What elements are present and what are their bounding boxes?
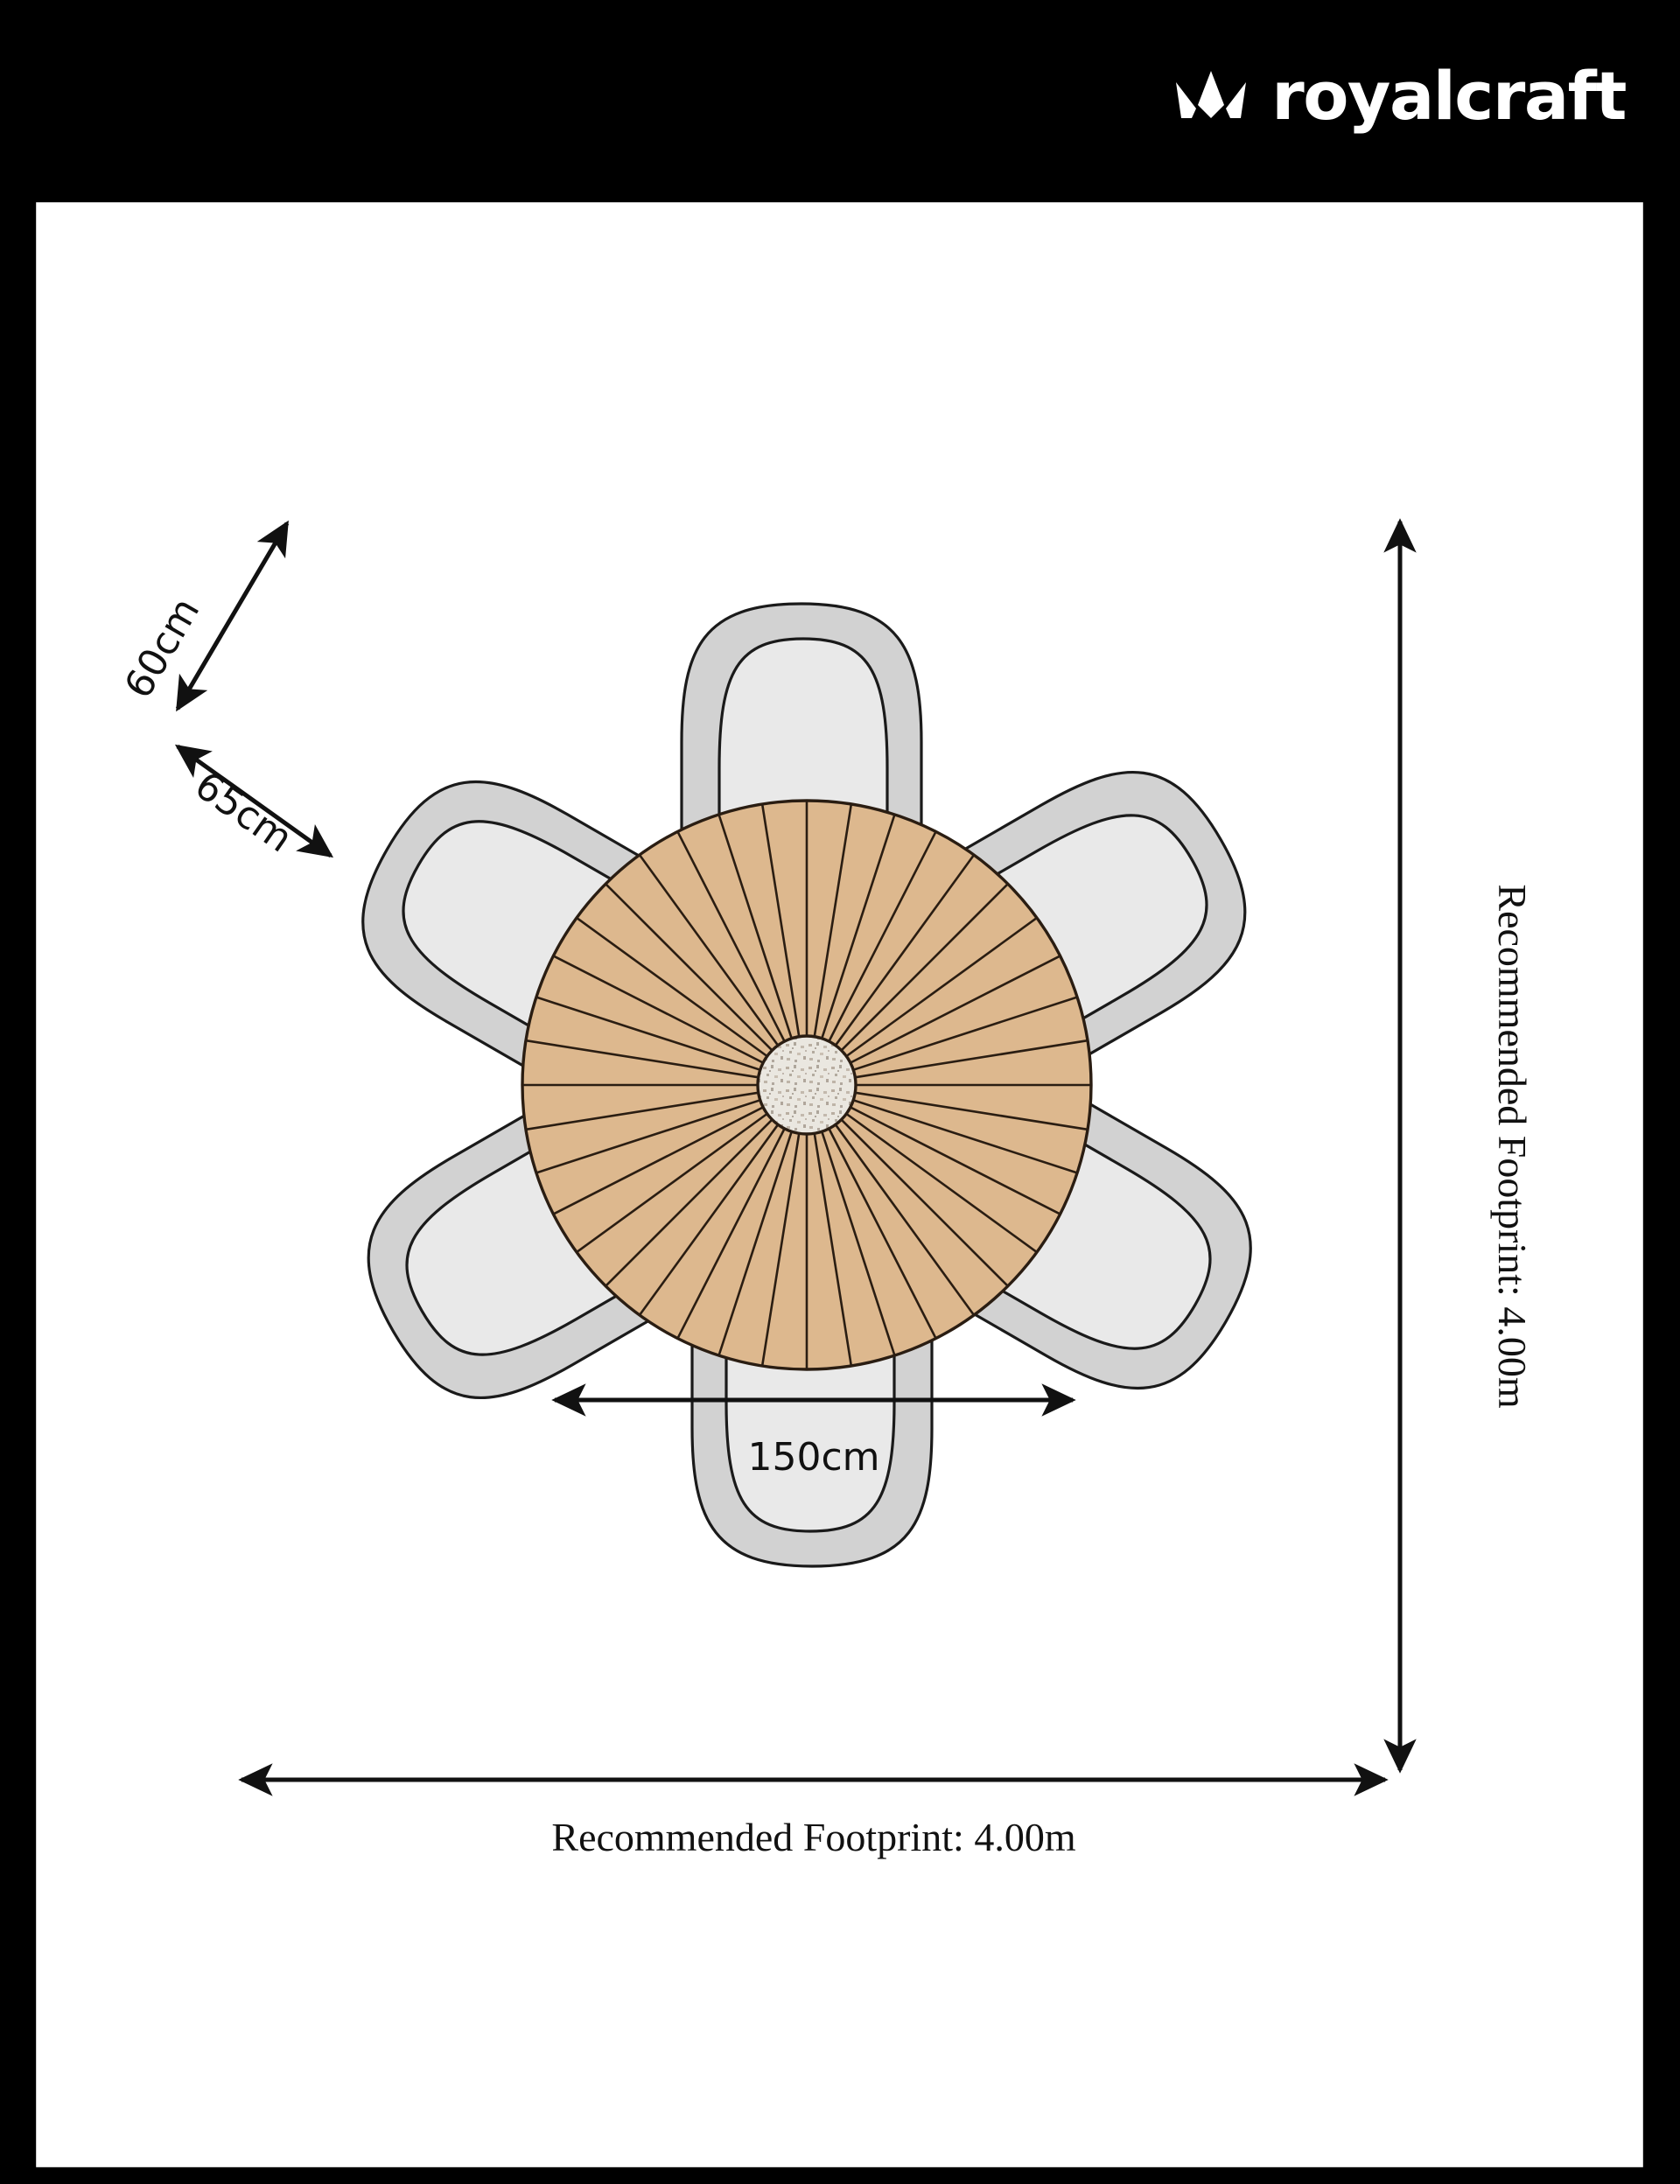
brand-wordmark: royalcraft xyxy=(1271,57,1627,135)
dimension-label-65cm: 65cm xyxy=(186,763,300,861)
table-slats xyxy=(523,802,1090,1368)
dimension-label-60cm: 60cm xyxy=(116,591,209,706)
furniture-plan-diagram: 60cm 65cm 150cm Recommended Footprint: 4… xyxy=(33,200,1646,2170)
dimension-chair-width: 65cm xyxy=(174,744,334,861)
dimension-footprint-vertical: Recommended Footprint: 4.00m xyxy=(1383,518,1535,1774)
dimension-footprint-horizontal: Recommended Footprint: 4.00m xyxy=(238,1763,1389,1859)
dimension-chair-depth: 60cm xyxy=(116,520,290,712)
footprint-label-vertical: Recommended Footprint: 4.00m xyxy=(1490,884,1535,1408)
diagram-canvas: 60cm 65cm 150cm Recommended Footprint: 4… xyxy=(33,200,1646,2170)
footprint-label-horizontal: Recommended Footprint: 4.00m xyxy=(551,1815,1075,1859)
crown-icon xyxy=(1173,70,1249,123)
panel-border xyxy=(33,200,1646,2170)
dimension-table-diameter: 150cm xyxy=(551,1383,1076,1480)
round-table xyxy=(521,799,1093,1371)
granite-center-inlay xyxy=(756,1034,858,1136)
dimension-label-150cm: 150cm xyxy=(747,1435,879,1480)
header-bar: royalcraft xyxy=(0,0,1680,200)
brand-logo: royalcraft xyxy=(1173,57,1627,135)
